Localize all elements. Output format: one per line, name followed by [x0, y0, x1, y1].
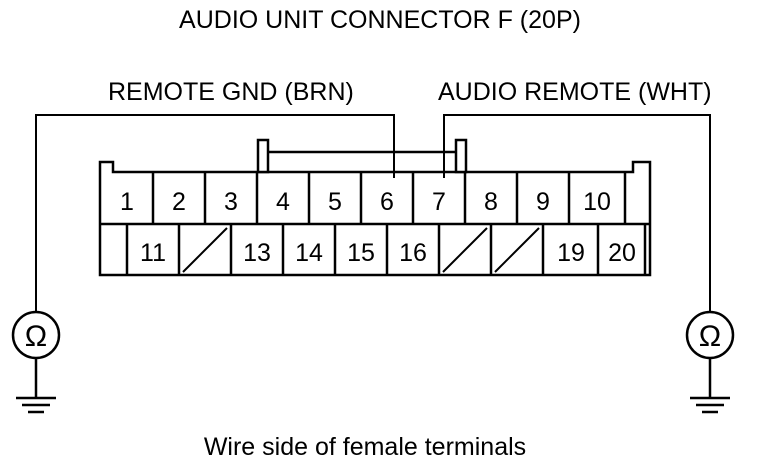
- empty-cavity-marks: [182, 227, 540, 273]
- terminal-5: 5: [328, 188, 342, 216]
- terminal-8: 8: [484, 188, 498, 216]
- right-ohm-symbol: Ω: [699, 320, 721, 353]
- right-ground-icon: [690, 358, 730, 414]
- audio-remote-label: AUDIO REMOTE (WHT): [438, 78, 712, 106]
- top-row-terminals: 1 2 3 4 5 6 7 8 9 10: [120, 188, 611, 216]
- left-ground-icon: [16, 358, 56, 414]
- terminal-13: 13: [243, 239, 271, 267]
- bottom-row-terminals: 11 13 14 15 16 19 20: [140, 239, 636, 267]
- terminal-19: 19: [557, 239, 585, 267]
- left-ohmmeter-icon: Ω: [11, 310, 61, 360]
- terminal-11: 11: [140, 239, 166, 267]
- bottom-row-dividers: [125, 224, 647, 275]
- terminal-2: 2: [172, 188, 186, 216]
- terminal-6: 6: [380, 188, 394, 216]
- terminal-14: 14: [295, 239, 323, 267]
- terminal-3: 3: [224, 188, 238, 216]
- right-ohmmeter-icon: Ω: [685, 310, 735, 360]
- terminal-16: 16: [399, 239, 427, 267]
- terminal-7: 7: [432, 188, 446, 216]
- left-probe-wire: [35, 114, 395, 312]
- diagram-caption: Wire side of female terminals: [204, 433, 526, 461]
- terminal-20: 20: [608, 239, 636, 267]
- left-ohm-symbol: Ω: [25, 320, 47, 353]
- terminal-10: 10: [583, 188, 611, 216]
- terminal-4: 4: [276, 188, 290, 216]
- remote-gnd-label: REMOTE GND (BRN): [108, 78, 354, 106]
- diagram-title: AUDIO UNIT CONNECTOR F (20P): [179, 6, 581, 34]
- probe-wires: [35, 114, 711, 312]
- top-row-dividers: [151, 172, 627, 224]
- terminal-9: 9: [536, 188, 550, 216]
- terminal-1: 1: [120, 188, 134, 216]
- terminal-15: 15: [347, 239, 375, 267]
- right-probe-wire: [443, 114, 711, 312]
